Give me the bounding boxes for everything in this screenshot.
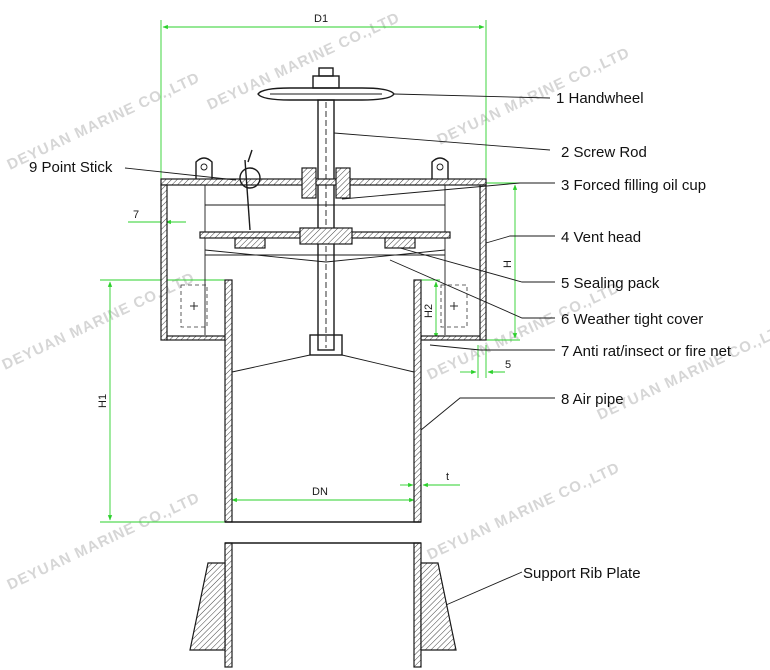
watermark-4: DEYUAN MARINE CO.,LTD	[0, 269, 198, 373]
dim-7-label: 7	[133, 209, 139, 221]
dim-dn-label: DN	[312, 486, 328, 498]
dim-5-label: 5	[505, 359, 511, 371]
watermark-6: DEYUAN MARINE CO.,LTD	[5, 489, 203, 593]
support-rib-plate	[189, 542, 457, 668]
callout-air-pipe: 8 Air pipe	[561, 391, 624, 408]
callout-screw-rod: 2 Screw Rod	[561, 144, 647, 161]
callout-weather-cover: 6 Weather tight cover	[561, 311, 703, 328]
callout-oil-cup: 3 Forced filling oil cup	[561, 177, 706, 194]
watermark-2: DEYUAN MARINE CO.,LTD	[205, 9, 403, 113]
handwheel-assembly	[257, 67, 395, 351]
leader-lines	[124, 93, 555, 606]
watermark-group: DEYUAN MARINE CO.,LTD DEYUAN MARINE CO.,…	[0, 9, 770, 593]
callout-point-stick: 9 Point Stick	[29, 159, 113, 176]
callout-support-rib-plate: Support Rib Plate	[523, 565, 641, 582]
dim-t-label: t	[446, 471, 449, 483]
dimension-lines	[100, 20, 520, 523]
watermark-1: DEYUAN MARINE CO.,LTD	[5, 69, 203, 173]
watermark-7: DEYUAN MARINE CO.,LTD	[425, 459, 623, 563]
dim-d1-label: D1	[314, 13, 328, 25]
callout-handwheel: 1 Handwheel	[556, 90, 644, 107]
callout-vent-head: 4 Vent head	[561, 229, 641, 246]
vent-head-housing	[160, 149, 487, 341]
air-pipe	[224, 279, 422, 523]
callout-anti-rat-net: 7 Anti rat/insect or fire net	[561, 343, 732, 360]
dim-h-label: H	[502, 260, 514, 268]
dim-h2-label: H2	[423, 304, 435, 318]
watermark-5: DEYUAN MARINE CO.,LTD	[425, 279, 623, 383]
callout-sealing-pack: 5 Sealing pack	[561, 275, 660, 292]
dim-h1-label: H1	[97, 394, 109, 408]
